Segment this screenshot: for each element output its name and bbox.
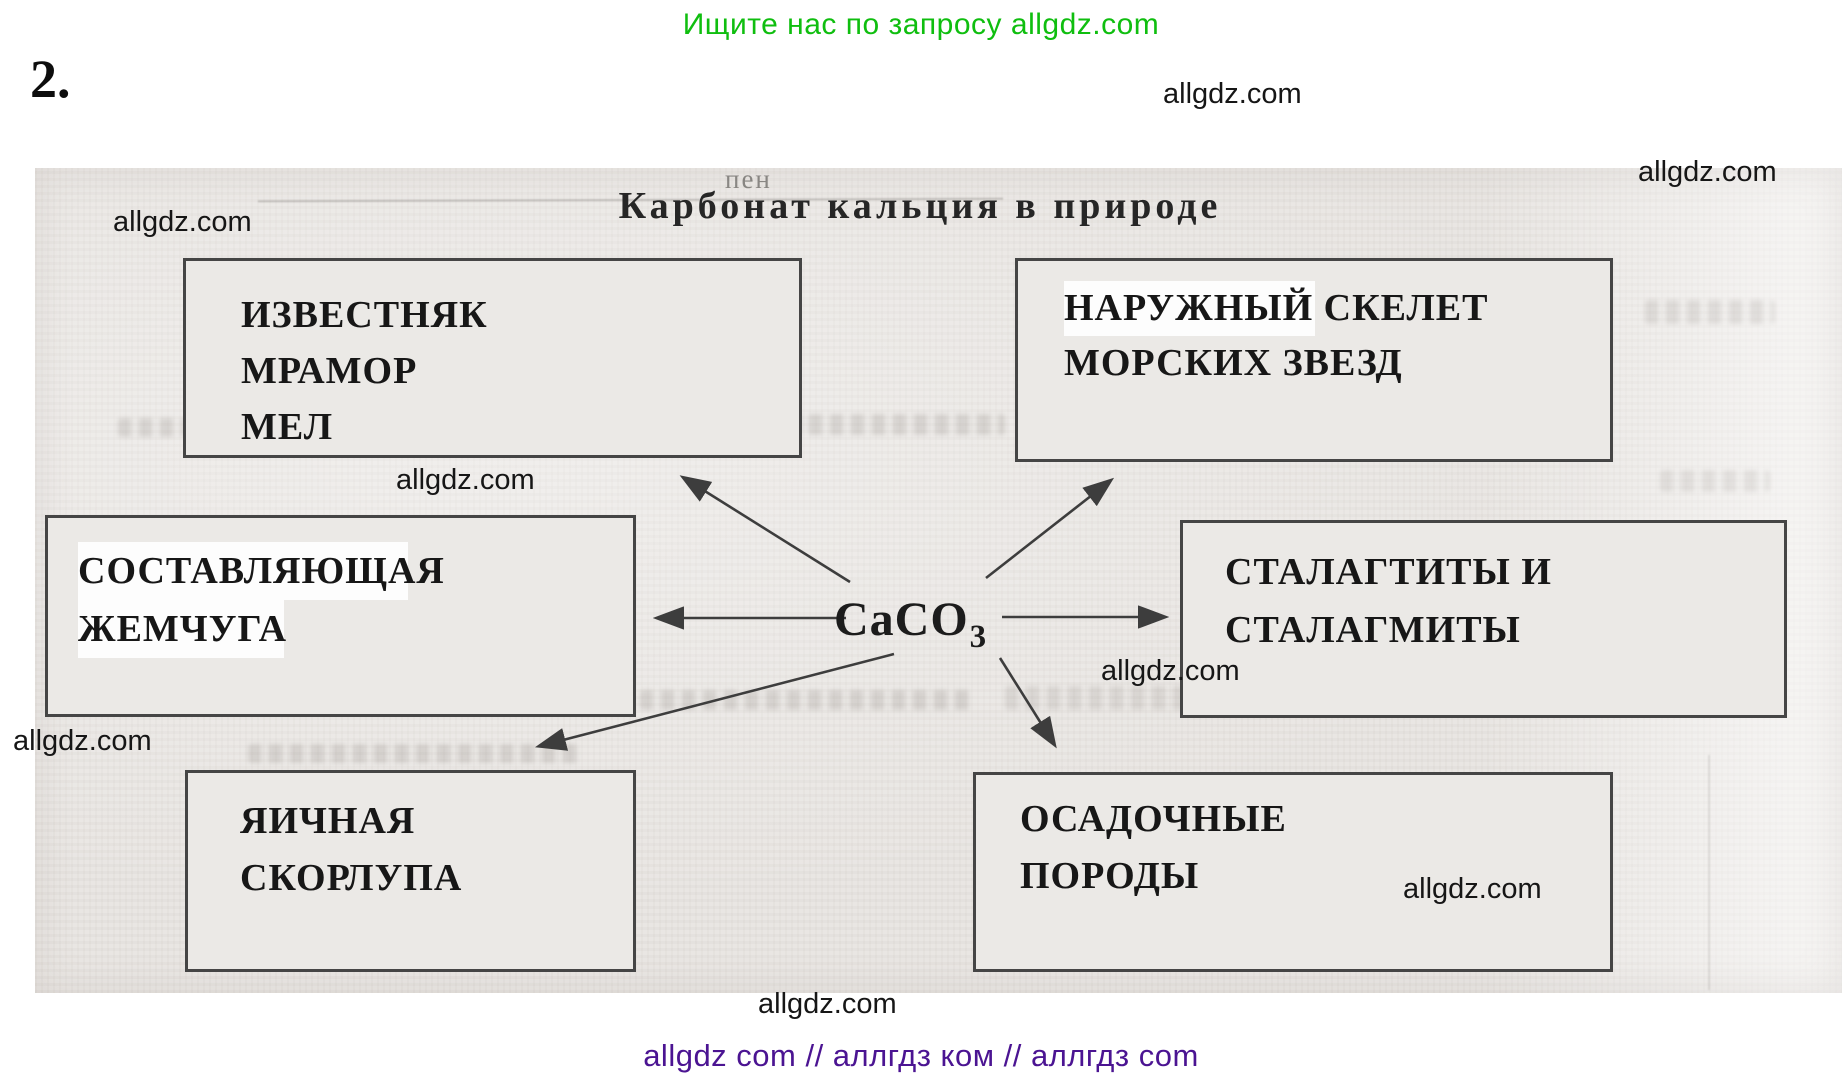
node-limestone-line: МРАМОР [241, 350, 418, 392]
item-number: 2. [30, 49, 71, 109]
caco3-base: CaCO [834, 593, 969, 646]
watermark-allgdz: allgdz.com [13, 725, 152, 757]
arrow-up-right [985, 477, 1115, 580]
diagram-title: Карбонат кальция в природе [618, 185, 1222, 227]
bleed-through-artifact [248, 744, 578, 763]
watermark-allgdz: allgdz.com [1101, 655, 1240, 687]
node-eggshell-line: СКОРЛУПА [240, 857, 463, 899]
node-stalactites-box: СТАЛАГТИТЫ И СТАЛАГМИТЫ [1180, 520, 1787, 718]
bleed-through-artifact [640, 690, 970, 710]
node-starfish-line: МОРСКИХ ЗВЕЗД [1064, 342, 1403, 384]
node-stalactites-line: СТАЛАГТИТЫ И [1225, 551, 1552, 593]
caco3-subscript: 3 [969, 619, 987, 655]
node-sedimentary-box: ОСАДОЧНЫЕ ПОРОДЫ [973, 772, 1613, 972]
watermark-allgdz: allgdz.com [1403, 873, 1542, 905]
bleed-through-text: пен [725, 164, 772, 194]
node-pearl-box: СОСТАВЛЯЮЩАЯ ЖЕМЧУГА [45, 515, 636, 717]
node-sedimentary-line: ОСАДОЧНЫЕ [1020, 798, 1287, 840]
bleed-through-artifact [1645, 300, 1775, 324]
node-limestone-box: ИЗВЕСТНЯК МРАМОР МЕЛ [183, 258, 802, 458]
arrow-up-left [679, 475, 851, 584]
caco3-formula: CaCO3 [834, 592, 986, 655]
footer-mirror-links: allgdz com // аллгдз ком // аллгдз com [643, 1038, 1199, 1073]
node-eggshell-box: ЯИЧНАЯ СКОРЛУПА [185, 770, 636, 972]
watermark-allgdz: allgdz.com [396, 464, 535, 496]
watermark-allgdz: allgdz.com [113, 206, 252, 238]
node-starfish-line: НАРУЖНЫЙ СКЕЛЕТ [1064, 281, 1610, 336]
arrow-down-left [534, 652, 895, 751]
bleed-through-artifact [1660, 470, 1770, 492]
watermark-allgdz: allgdz.com [1638, 156, 1777, 188]
arrow-down-right [998, 657, 1057, 749]
node-eggshell-line: ЯИЧНАЯ [240, 800, 416, 842]
node-pearl-line: СОСТАВЛЯЮЩАЯ [78, 542, 453, 600]
node-limestone-line: МЕЛ [241, 406, 334, 448]
node-starfish-skeleton-box: НАРУЖНЫЙ СКЕЛЕТ МОРСКИХ ЗВЕЗД [1015, 258, 1613, 462]
watermark-allgdz: allgdz.com [758, 988, 897, 1020]
node-sedimentary-line: ПОРОДЫ [1020, 855, 1200, 897]
watermark-allgdz: allgdz.com [1163, 78, 1302, 110]
scan-line-artifact [1708, 755, 1710, 990]
promo-banner: Ищите нас по запросу allgdz.com [682, 8, 1160, 41]
node-pearl-line: ЖЕМЧУГА [78, 600, 296, 658]
node-stalactites-line: СТАЛАГМИТЫ [1225, 609, 1521, 651]
node-limestone-line: ИЗВЕСТНЯК [241, 294, 488, 336]
